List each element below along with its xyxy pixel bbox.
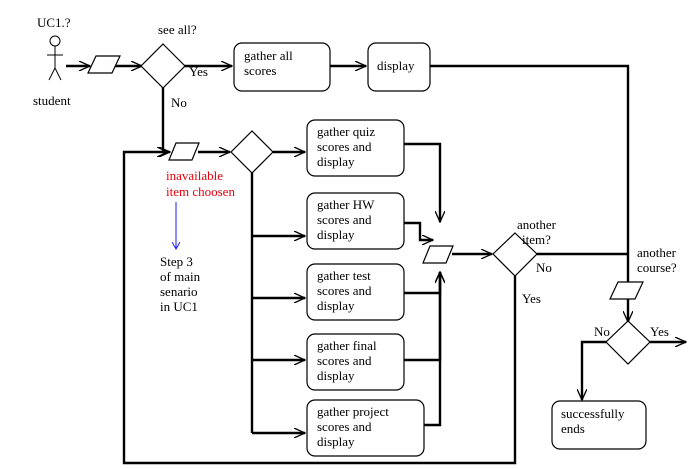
edges [66,66,686,465]
svg-text:gather test: gather test [317,268,371,283]
see-all-label: see all? [158,22,197,37]
item-selection-decision [230,130,274,174]
svg-text:display: display [377,58,415,73]
another-item-yes-label: Yes [522,291,541,306]
gather-test-box: gather test scores and display [306,263,405,321]
another-course-no-label: No [594,324,610,339]
step-note-line4: in UC1 [160,299,198,314]
another-item-label-line2: item? [522,232,551,247]
see-all-decision [140,43,186,89]
svg-text:successfully: successfully [561,406,625,421]
display-box: display [367,42,431,92]
svg-text:scores and: scores and [317,353,372,368]
svg-text:display: display [317,154,355,169]
svg-text:scores: scores [244,63,277,78]
actor-student: UC1.? student [33,15,71,108]
object-flow-4 [609,281,644,300]
step-note-line2: of main [160,269,201,284]
svg-text:gather project: gather project [317,404,389,419]
svg-text:display: display [317,298,355,313]
svg-text:display: display [317,227,355,242]
actor-name: student [33,93,71,108]
svg-text:display: display [317,434,355,449]
object-flow-1 [87,55,121,74]
svg-text:gather final: gather final [317,338,377,353]
svg-text:scores and: scores and [317,139,372,154]
object-flow-3 [422,245,454,264]
another-course-yes-label: Yes [650,324,669,339]
gather-quiz-box: gather quiz scores and display [306,119,405,177]
successfully-ends-box: successfully ends [551,400,647,450]
svg-text:scores and: scores and [317,283,372,298]
another-item-label-line1: another [517,217,557,232]
step-note-line1: Step 3 [160,254,193,269]
another-item-decision [492,232,538,277]
svg-text:gather all: gather all [244,48,293,63]
actor-head [49,35,61,47]
svg-text:display: display [317,368,355,383]
svg-text:ends: ends [561,421,585,436]
object-flow-2 [168,142,200,161]
another-course-decision [605,320,651,365]
see-all-yes-label: Yes [189,64,208,79]
gather-all-scores-box: gather all scores [233,42,331,92]
another-course-label-line2: course? [637,260,677,275]
error-note-line2: item choosen [166,184,235,199]
error-note-line1: inavailable [166,168,223,183]
see-all-no-label: No [171,95,187,110]
gather-final-box: gather final scores and display [306,333,405,391]
gather-project-box: gather project scores and display [306,399,425,457]
svg-text:gather HW: gather HW [317,197,375,212]
another-course-label-line1: another [637,245,677,260]
svg-text:scores and: scores and [317,212,372,227]
gather-hw-box: gather HW scores and display [306,192,405,250]
another-item-no-label: No [536,260,552,275]
step-note-line3: senario [160,284,198,299]
svg-text:scores and: scores and [317,419,372,434]
svg-text:gather quiz: gather quiz [317,124,375,139]
usecase-label: UC1.? [37,15,71,30]
